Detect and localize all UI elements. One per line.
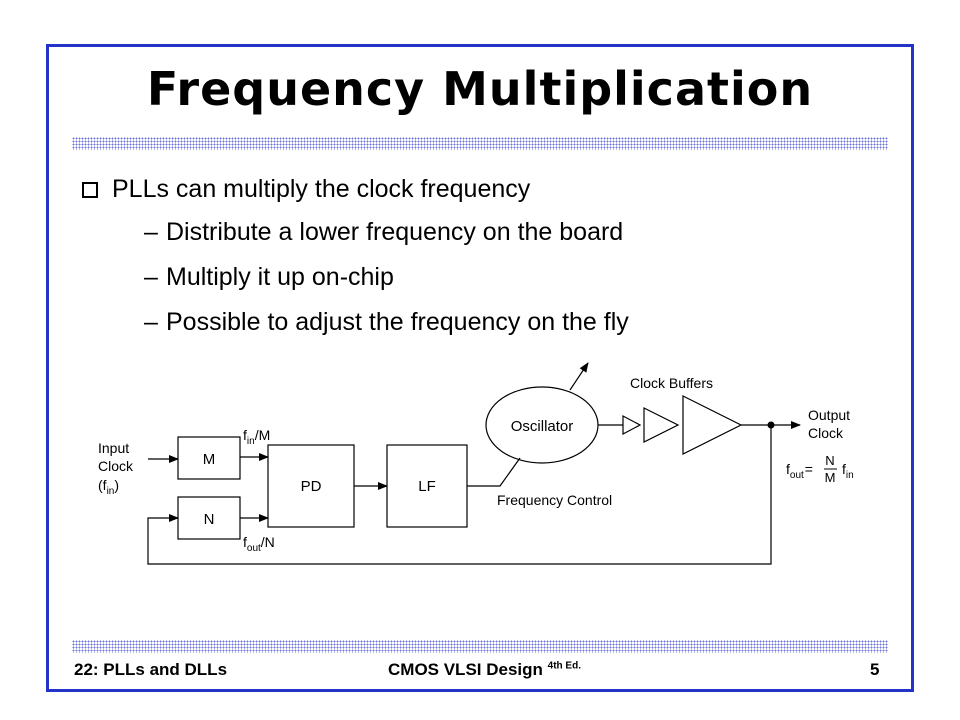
buffer-large <box>682 395 743 455</box>
bullet-main: PLLs can multiply the clock frequency <box>82 168 629 210</box>
sub-bullet-2: –Multiply it up on-chip <box>144 263 394 291</box>
footer-center: CMOS VLSI Design 4th Ed. <box>388 660 581 679</box>
sub-bullet-1: –Distribute a lower frequency on the boa… <box>144 218 624 246</box>
output-junction-dot <box>767 421 775 429</box>
block-m-label: M <box>203 451 216 468</box>
divider-m-block <box>177 436 241 480</box>
feedback-wire <box>147 425 772 565</box>
input-label-line1: Input <box>98 440 129 456</box>
block-lf-label: LF <box>418 478 436 495</box>
sub-bullet-3: –Possible to adjust the frequency on the… <box>144 308 629 336</box>
square-bullet-icon <box>82 182 98 198</box>
buffer-small-1 <box>622 415 642 435</box>
equation-denominator: M <box>825 470 836 485</box>
sub-bullet-text: Distribute a lower frequency on the boar… <box>166 218 624 246</box>
slide-title: Frequency Multiplication <box>146 62 814 116</box>
clock-buffers-label: Clock Buffers <box>630 375 713 391</box>
buffer-medium <box>643 407 680 443</box>
fout-over-n-label: fout/N <box>243 534 275 554</box>
equation-numerator: N <box>825 453 834 468</box>
block-pd-label: PD <box>301 478 322 495</box>
frequency-control-label: Frequency Control <box>497 492 612 508</box>
slide-frame <box>46 44 914 692</box>
bullet-main-text: PLLs can multiply the clock frequency <box>112 175 531 203</box>
page-number: 5 <box>870 660 880 679</box>
input-label-line3: (fin) <box>98 477 119 497</box>
output-label-line2: Clock <box>808 425 844 441</box>
frequency-control-wire <box>467 457 521 487</box>
title-divider <box>72 137 888 150</box>
sub-bullet-text: Multiply it up on-chip <box>166 263 394 291</box>
input-label-line2: Clock <box>98 458 134 474</box>
sub-bullet-text: Possible to adjust the frequency on the … <box>166 308 629 336</box>
oscillator-label: Oscillator <box>511 418 574 435</box>
footer-divider <box>72 640 888 653</box>
equation-lhs: fout= <box>786 461 813 481</box>
output-label-line1: Output <box>808 407 850 423</box>
fin-over-m-label: fin/M <box>243 427 270 447</box>
tuning-arrow <box>569 362 589 391</box>
footer-left: 22: PLLs and DLLs <box>74 660 228 679</box>
block-n-label: N <box>204 511 215 528</box>
equation-rhs: fin <box>842 461 854 481</box>
bullet-list: PLLs can multiply the clock frequency –D… <box>82 168 629 345</box>
